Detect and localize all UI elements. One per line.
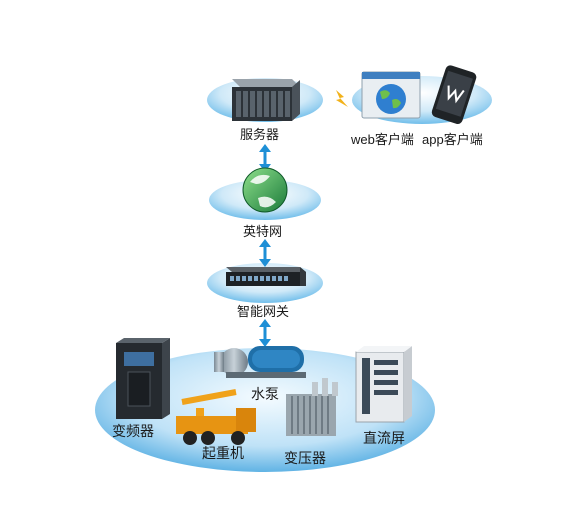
dc-panel-icon [355, 346, 412, 423]
server-icon [232, 79, 300, 121]
inverter-label: 变频器 [112, 423, 154, 439]
transformer-icon [286, 378, 338, 436]
gateway-label: 智能网关 [237, 304, 290, 319]
internet-label: 英特网 [243, 224, 283, 239]
dc-panel-label: 直流屏 [363, 430, 405, 446]
gateway-icon [226, 267, 306, 286]
web-client-icon [361, 71, 421, 119]
arrow-gateway-devices [259, 319, 271, 347]
web-client-label: web客户端 [351, 132, 414, 147]
transformer-label: 变压器 [284, 450, 326, 466]
crane-label: 起重机 [202, 445, 244, 461]
water-pump-label: 水泵 [251, 386, 279, 402]
inverter-icon [116, 338, 170, 419]
app-client-label: app客户端 [422, 132, 483, 147]
server-label: 服务器 [240, 127, 280, 142]
arrow-internet-gateway [259, 239, 271, 267]
internet-globe-icon [242, 167, 288, 213]
crane-icon [176, 389, 256, 445]
app-client-icon [431, 65, 477, 125]
water-pump-icon [214, 346, 306, 378]
device-platform [95, 348, 435, 472]
lightning-icon [336, 90, 348, 107]
